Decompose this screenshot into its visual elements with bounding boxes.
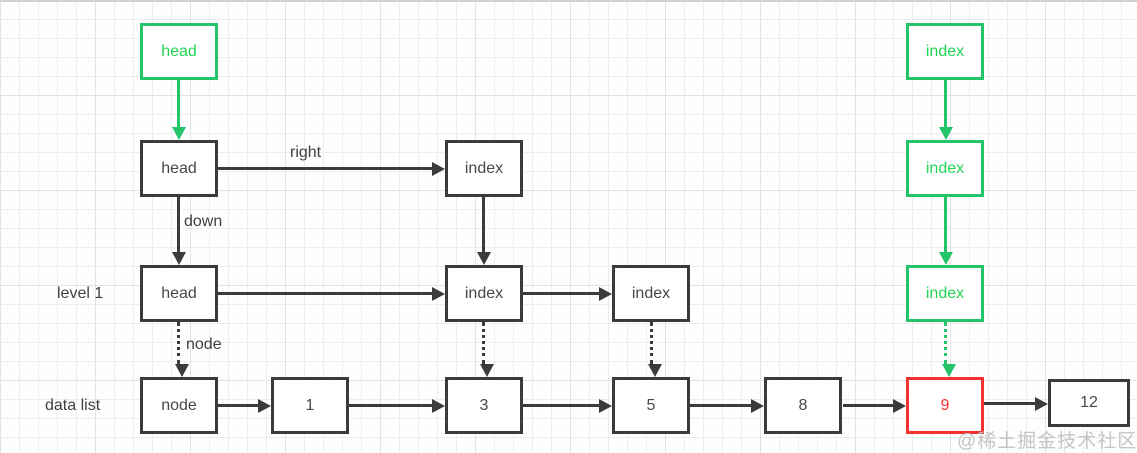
row-label-data-list: data list bbox=[45, 397, 101, 414]
arrow-green-index-down-2 bbox=[944, 197, 947, 252]
arrow-index-to-3-dotted bbox=[482, 322, 485, 364]
arrow-entry-to-head bbox=[177, 80, 180, 127]
row-label-level1: level 1 bbox=[57, 285, 104, 302]
arrow-index-down bbox=[482, 197, 485, 252]
node-data-1: 1 bbox=[271, 377, 349, 434]
node-data-5: 5 bbox=[612, 377, 690, 434]
arrow-head-down bbox=[177, 197, 180, 252]
node-data-8: 8 bbox=[764, 377, 842, 434]
node-index-green-mid: index bbox=[906, 140, 984, 197]
node-index-level1-a: index bbox=[445, 265, 523, 322]
arrow-1-to-3 bbox=[349, 404, 432, 407]
node-data-9: 9 bbox=[906, 377, 984, 434]
node-data-node: node bbox=[140, 377, 218, 434]
arrow-5-to-8 bbox=[690, 404, 751, 407]
arrow-head-to-node-dotted bbox=[177, 322, 180, 364]
arrow-8-to-9 bbox=[843, 404, 893, 407]
node-head-entry: head bbox=[140, 23, 218, 80]
arrow-head-to-index-level2 bbox=[217, 167, 432, 170]
watermark-text: @稀土掘金技术社区 bbox=[957, 431, 1137, 452]
arrow-index-to-index-level1 bbox=[522, 292, 599, 295]
edge-label-node: node bbox=[186, 336, 222, 353]
arrow-head-to-index-level1 bbox=[217, 292, 432, 295]
node-data-3: 3 bbox=[445, 377, 523, 434]
arrow-node-to-1 bbox=[217, 404, 258, 407]
node-head-level1: head bbox=[140, 265, 218, 322]
node-head-level2: head bbox=[140, 140, 218, 197]
node-index-level2: index bbox=[445, 140, 523, 197]
arrow-green-index-to-9-dotted bbox=[944, 322, 947, 364]
node-index-level1-b: index bbox=[612, 265, 690, 322]
arrow-green-index-down-1 bbox=[944, 80, 947, 127]
node-data-12: 12 bbox=[1048, 379, 1130, 427]
arrow-3-to-5 bbox=[522, 404, 599, 407]
edge-label-down: down bbox=[184, 213, 223, 230]
node-index-green-level1: index bbox=[906, 265, 984, 322]
arrow-index-to-5-dotted bbox=[650, 322, 653, 364]
node-index-green-top: index bbox=[906, 23, 984, 80]
edge-label-right: right bbox=[290, 144, 322, 161]
arrow-9-to-12 bbox=[984, 402, 1035, 405]
